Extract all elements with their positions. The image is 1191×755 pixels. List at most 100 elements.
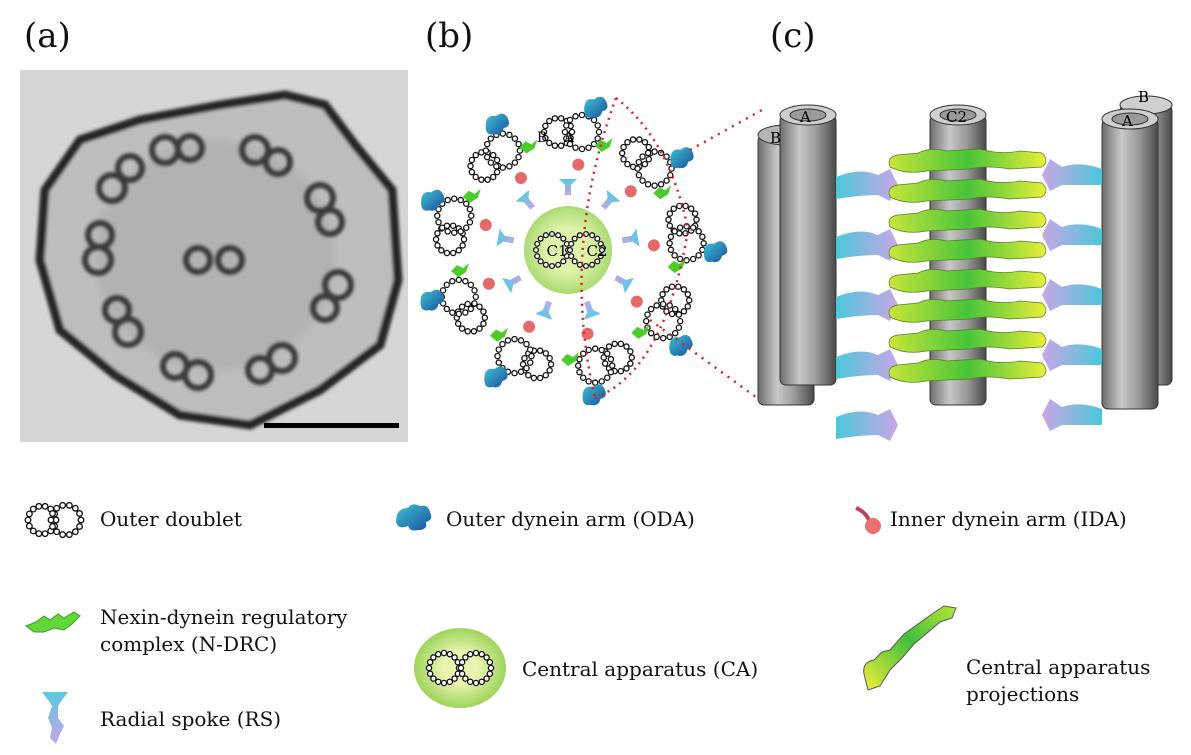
- em-micrograph: [20, 70, 408, 442]
- legend-ndrc-line2: complex (N-DRC): [100, 632, 278, 656]
- left-radial-spoke: [836, 169, 898, 201]
- central-projection: [888, 298, 1047, 323]
- doublet-unit: [601, 136, 694, 210]
- legend-oda: Outer dynein arm (ODA): [446, 507, 695, 531]
- doublet-unit: [540, 96, 613, 195]
- label-c2: C2: [586, 242, 607, 260]
- legend-ca-icon: [414, 628, 506, 708]
- legend-ndrc-icon: [24, 611, 81, 633]
- ida-shape: [523, 320, 536, 333]
- legend-cap-icon: [863, 605, 957, 691]
- ndrc-shape: [653, 185, 672, 200]
- left-radial-spoke: [836, 289, 898, 321]
- right-radial-spoke: [1042, 279, 1102, 311]
- label-c1: C1: [546, 242, 567, 260]
- axoneme-longitudinal: B A C2 B A: [757, 88, 1173, 441]
- scale-bar: [264, 423, 399, 428]
- tube-label-right-a: A: [1121, 112, 1133, 130]
- oda-shape: [670, 147, 694, 169]
- left-radial-spoke: [836, 349, 898, 381]
- tube-label-right-b: B: [1138, 88, 1149, 106]
- outer-doublet-ring: [420, 96, 728, 406]
- ida-shape: [479, 219, 492, 232]
- label-doublet-b: B: [537, 130, 547, 146]
- legend-ndrc-line1: Nexin-dynein regulatory: [100, 605, 348, 629]
- tube-label-center: C2: [946, 108, 967, 126]
- doublet-unit: [467, 113, 538, 210]
- radial-spoke-shape: [614, 274, 634, 294]
- legend-rs-icon: [42, 692, 68, 744]
- em-doublets: [82, 133, 354, 391]
- radial-spoke-shape: [621, 228, 640, 247]
- ida-shape: [572, 158, 585, 171]
- central-projection: [888, 328, 1047, 353]
- ida-shape: [515, 171, 528, 184]
- radial-spoke-shape: [496, 228, 515, 247]
- doublet-unit: [421, 188, 515, 257]
- left-doublet-tubes: [757, 104, 837, 406]
- oda-shape: [703, 241, 728, 263]
- oda-shape: [669, 334, 693, 356]
- ida-shape: [624, 185, 637, 198]
- oda-shape: [485, 113, 510, 135]
- ida-shape: [630, 295, 643, 308]
- central-projection: [888, 178, 1047, 203]
- ndrc-shape: [561, 351, 580, 366]
- central-projection: [888, 358, 1047, 383]
- label-doublet-a: A: [563, 130, 575, 146]
- legend-outer-doublet: Outer doublet: [100, 507, 242, 531]
- radial-spoke-shape: [601, 189, 621, 210]
- tube-label-left-a: A: [799, 108, 811, 126]
- left-radial-spoke: [836, 229, 898, 261]
- ndrc-shape: [594, 137, 613, 152]
- left-radial-spoke: [836, 409, 898, 441]
- oda-shape: [420, 289, 444, 311]
- central-projection: [888, 208, 1047, 233]
- ndrc-shape: [667, 259, 686, 274]
- panel-label-b: (b): [425, 16, 474, 56]
- right-radial-spoke: [1042, 339, 1102, 371]
- ndrc-shape: [631, 324, 650, 339]
- ndrc-shape: [519, 139, 538, 154]
- doublet-unit: [621, 202, 728, 274]
- radial-spoke-shape: [515, 189, 535, 210]
- legend-ida-icon: [855, 506, 881, 534]
- radial-spoke-shape: [502, 274, 522, 294]
- right-doublet-tubes: [1101, 95, 1173, 410]
- central-projection: [888, 148, 1047, 173]
- doublet-unit: [484, 300, 555, 388]
- doublet-unit: [614, 274, 693, 356]
- legend-ca: Central apparatus (CA): [522, 657, 759, 681]
- radial-spoke-shape: [535, 300, 553, 320]
- central-apparatus: [524, 206, 612, 294]
- legend-cap-line2: projections: [966, 682, 1080, 706]
- selection-outline: [580, 97, 690, 400]
- central-projection: [888, 268, 1047, 293]
- oda-shape: [421, 189, 445, 211]
- central-projection: [888, 238, 1047, 263]
- ida-shape: [647, 239, 660, 252]
- oda-shape: [584, 96, 608, 118]
- doublet-unit: [561, 300, 636, 406]
- radial-spoke-shape: [583, 300, 601, 320]
- ndrc-shape: [462, 188, 481, 203]
- legend-outer-doublet-icon: [24, 501, 85, 539]
- right-radial-spoke: [1042, 219, 1102, 251]
- ida-shape: [581, 327, 594, 340]
- ndrc-shape: [451, 263, 470, 278]
- oda-shape: [484, 366, 508, 388]
- legend-oda-icon: [396, 504, 432, 531]
- doublet-unit: [420, 263, 522, 335]
- right-radial-spoke: [1042, 159, 1102, 191]
- tube-label-left-b: B: [770, 129, 781, 147]
- ndrc-shape: [489, 327, 508, 342]
- ida-shape: [482, 277, 495, 290]
- axoneme-cross-section: C1 C2 B A: [420, 96, 728, 406]
- legend-ida: Inner dynein arm (IDA): [890, 507, 1127, 531]
- legend-cap-line1: Central apparatus: [966, 655, 1151, 679]
- right-radial-spoke: [1042, 399, 1102, 431]
- panel-label-c: (c): [770, 16, 816, 56]
- legend-rs: Radial spoke (RS): [100, 707, 282, 731]
- panel-label-a: (a): [24, 16, 71, 56]
